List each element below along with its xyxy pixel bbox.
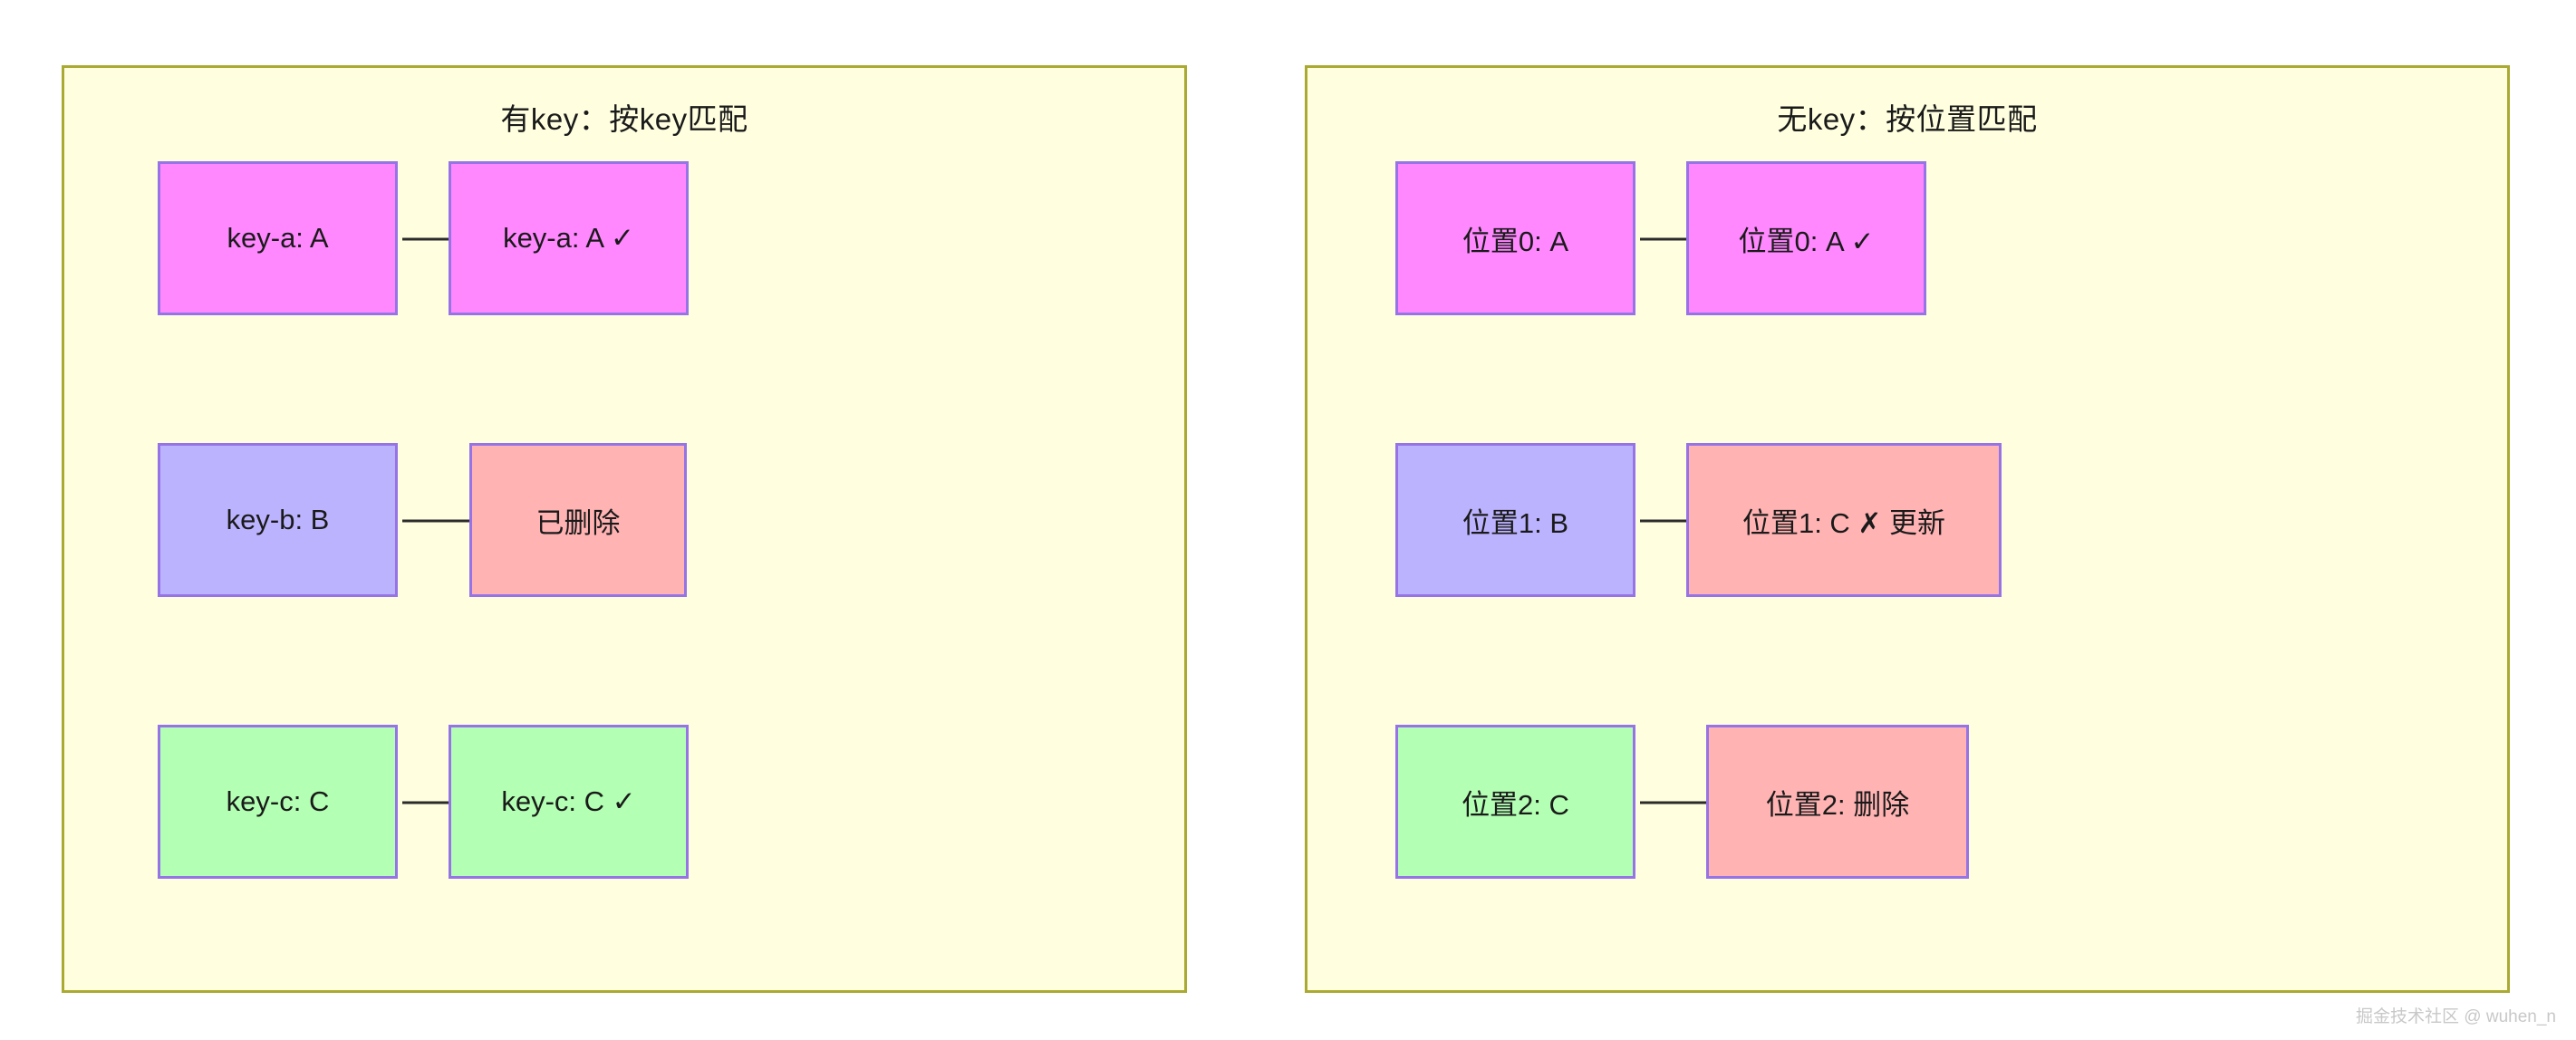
node-source[interactable]: 位置1: B xyxy=(1395,443,1635,597)
node-source[interactable]: key-a: A xyxy=(158,161,398,315)
node-source[interactable]: 位置2: C xyxy=(1395,725,1635,879)
watermark: 掘金技术社区 @ wuhen_n xyxy=(2356,1007,2556,1026)
node-source[interactable]: key-b: B xyxy=(158,443,398,597)
diagram-row: 位置0: A 位置0: A ✓ xyxy=(1307,161,2507,315)
node-source[interactable]: 位置0: A xyxy=(1395,161,1635,315)
node-target[interactable]: 位置1: C ✗ 更新 xyxy=(1686,443,2002,597)
panel-positional-matching: 无key：按位置匹配 位置0: A 位置0: A ✓ 位置1: B 位置1: C… xyxy=(1305,65,2510,993)
node-target[interactable]: 已删除 xyxy=(469,443,687,597)
diagram-row: key-a: A key-a: A ✓ xyxy=(64,161,1184,315)
panel-keyed-matching: 有key：按key匹配 key-a: A key-a: A ✓ key-b: B… xyxy=(62,65,1187,993)
node-target[interactable]: 位置0: A ✓ xyxy=(1686,161,1926,315)
node-target[interactable]: 位置2: 删除 xyxy=(1706,725,1969,879)
node-source[interactable]: key-c: C xyxy=(158,725,398,879)
node-target[interactable]: key-c: C ✓ xyxy=(449,725,689,879)
panel-title-unkeyed: 无key：按位置匹配 xyxy=(1777,102,2038,136)
diagram-row: key-b: B 已删除 xyxy=(64,443,1184,597)
diagram-row: 位置1: B 位置1: C ✗ 更新 xyxy=(1307,443,2507,597)
node-target[interactable]: key-a: A ✓ xyxy=(449,161,689,315)
diagram-row: 位置2: C 位置2: 删除 xyxy=(1307,725,2507,879)
panel-title-keyed: 有key：按key匹配 xyxy=(500,102,748,136)
diagram-row: key-c: C key-c: C ✓ xyxy=(64,725,1184,879)
